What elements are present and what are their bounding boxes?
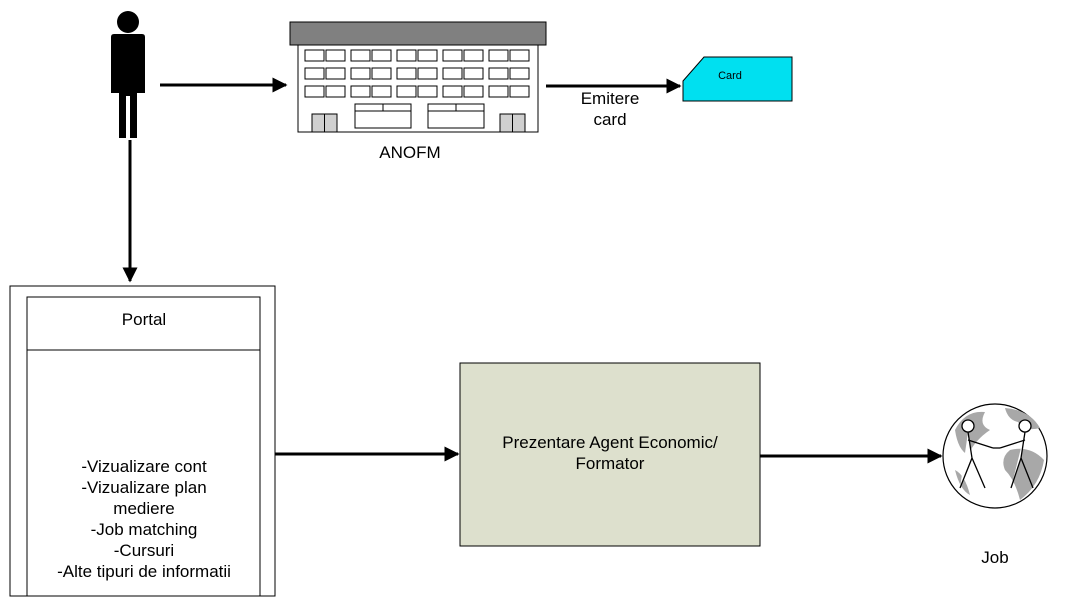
presentation-label-line2: Formator bbox=[575, 454, 645, 473]
building-window bbox=[304, 67, 325, 80]
job-label: Job bbox=[981, 548, 1009, 567]
building-window bbox=[442, 67, 463, 80]
building-window bbox=[350, 85, 371, 98]
portal-feature-item: -Cursuri bbox=[113, 541, 175, 560]
building-window bbox=[442, 49, 463, 62]
portal-feature-list: -Vizualizare cont -Vizualizare plan medi… bbox=[28, 456, 260, 582]
building-window bbox=[325, 85, 346, 98]
person-icon bbox=[111, 11, 145, 138]
portal-title: Portal bbox=[121, 310, 167, 329]
building-window bbox=[509, 49, 530, 62]
building-window bbox=[417, 49, 438, 62]
building-window bbox=[488, 67, 509, 80]
portal-feature-item: -Alte tipuri de informatii bbox=[57, 562, 231, 581]
building-window bbox=[371, 67, 392, 80]
issue-card-label: Emitere card bbox=[560, 88, 660, 130]
building-window bbox=[463, 85, 484, 98]
building-window bbox=[350, 49, 371, 62]
building-window bbox=[350, 67, 371, 80]
issue-card-label-line2: card bbox=[593, 110, 627, 129]
building-window bbox=[509, 85, 530, 98]
portal-feature-item: mediere bbox=[113, 499, 175, 518]
building-window bbox=[488, 49, 509, 62]
building-window bbox=[396, 85, 417, 98]
building-icon bbox=[289, 21, 547, 133]
building-window bbox=[442, 85, 463, 98]
building-window bbox=[488, 85, 509, 98]
portal-feature-item: -Job matching bbox=[90, 520, 198, 539]
building-window bbox=[304, 49, 325, 62]
building-window bbox=[325, 67, 346, 80]
building-window bbox=[463, 67, 484, 80]
building-label: ANOFM bbox=[379, 143, 441, 162]
presentation-box bbox=[459, 362, 761, 547]
card-label: Card bbox=[718, 70, 742, 82]
building-window bbox=[463, 49, 484, 62]
building-window bbox=[417, 67, 438, 80]
building-window bbox=[509, 67, 530, 80]
building-window bbox=[417, 85, 438, 98]
building-window bbox=[304, 85, 325, 98]
presentation-label: Prezentare Agent Economic/ Formator bbox=[462, 432, 758, 474]
job-globe-icon bbox=[942, 403, 1048, 509]
building-window bbox=[396, 49, 417, 62]
portal-feature-item: -Vizualizare plan bbox=[81, 478, 207, 497]
portal-inner-panel bbox=[26, 296, 261, 597]
building-window bbox=[371, 49, 392, 62]
portal-feature-item: -Vizualizare cont bbox=[81, 457, 207, 476]
building-window bbox=[371, 85, 392, 98]
building-window bbox=[325, 49, 346, 62]
card-shape bbox=[682, 56, 793, 102]
presentation-label-line1: Prezentare Agent Economic/ bbox=[502, 433, 718, 452]
building-window bbox=[396, 67, 417, 80]
issue-card-label-line1: Emitere bbox=[580, 89, 640, 108]
